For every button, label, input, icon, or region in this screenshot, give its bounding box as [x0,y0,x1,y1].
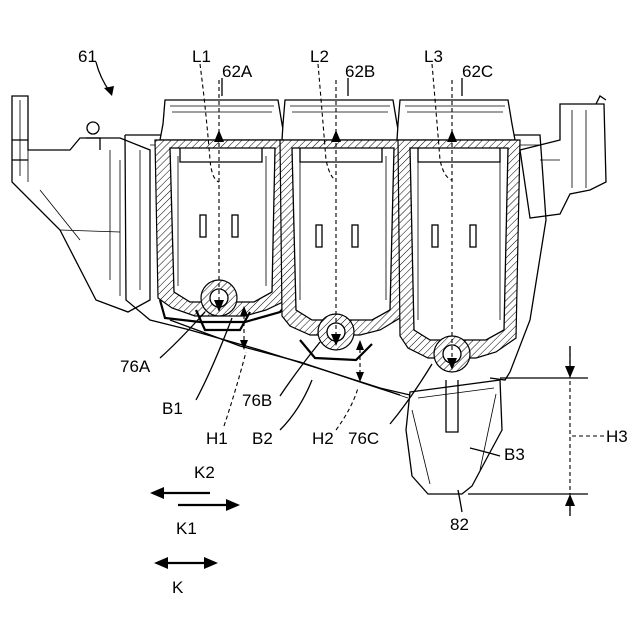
axis-l3-label: L3 [424,47,443,66]
height-h2-label: H2 [312,429,334,448]
ink-tank-a-label: 62A [222,62,253,81]
bottom-b3-label: B3 [504,445,525,464]
figure-number-label: 61 [78,47,97,66]
outlet-c-label: 76C [348,429,379,448]
direction-k1-label: K1 [176,519,197,538]
ink-tank-c-label: 62C [462,62,493,81]
bottom-b2-label: B2 [252,429,273,448]
ink-tank-c [397,100,520,358]
left-frame [12,96,150,312]
axis-l1-label: L1 [192,47,211,66]
outlet-a-label: 76A [120,357,151,376]
outlet-b-label: 76B [242,391,272,410]
height-h1-label: H1 [206,429,228,448]
height-h3-label: H3 [606,427,628,446]
carriage-label: 82 [450,515,469,534]
right-frame [520,96,606,218]
direction-k2-label: K2 [194,463,215,482]
axis-l2-label: L2 [310,47,329,66]
direction-k-label: K [172,578,184,597]
ink-tank-b-label: 62B [345,62,375,81]
ink-tank-b [280,100,404,335]
bottom-b1-label: B1 [162,399,183,418]
